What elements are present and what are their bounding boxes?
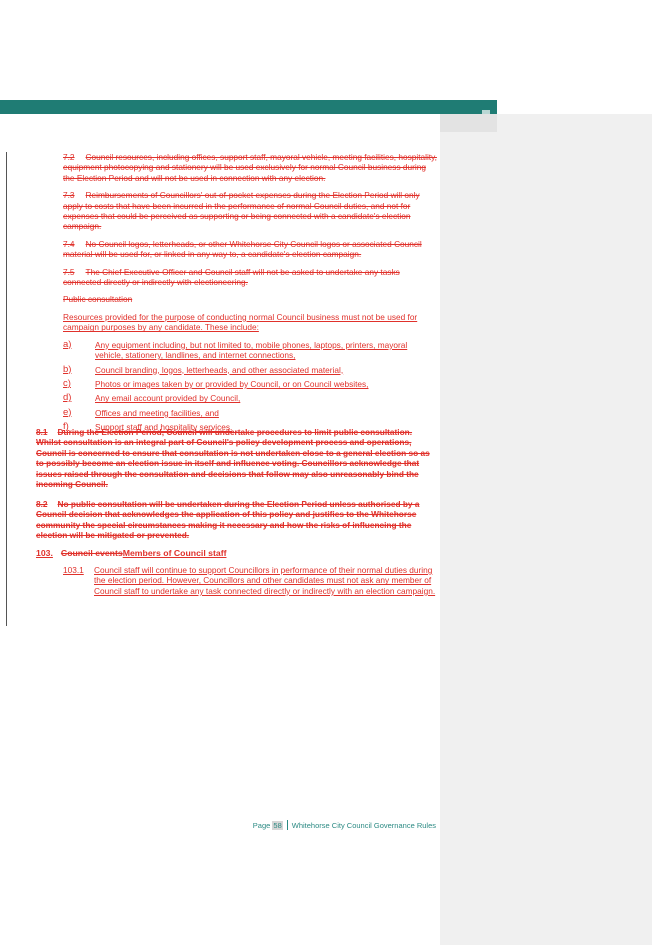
document-title: Whitehorse City Council Governance Rules — [291, 821, 436, 830]
tracked-change-bar — [6, 152, 7, 626]
page-label: Page — [252, 821, 271, 830]
list-item: d) Any email account provided by Council, — [63, 392, 437, 404]
section-new-title: Members of Council staff — [122, 548, 227, 558]
list-item: e) Offices and meeting facilities, and — [63, 406, 437, 418]
paragraph-text: During the Election Period, Council will… — [36, 427, 430, 490]
sub-item-103-1: 103.1 Council staff will continue to sup… — [63, 565, 437, 596]
section-heading: 103. Council eventsMembers of Council sta… — [36, 548, 227, 558]
list-item: b) Council branding, logos, letterheads, … — [63, 363, 437, 375]
paragraph-text: Reimbursements of Councillors' out-of-po… — [63, 190, 420, 232]
footer-separator — [286, 820, 288, 830]
list-letter: c) — [63, 377, 71, 389]
paragraph-number: 7.3 — [63, 190, 75, 201]
comment-margin-strip — [440, 114, 497, 132]
list-text: Offices and meeting facilities, and — [95, 407, 219, 418]
list-text: Any email account provided by Council, — [95, 393, 241, 404]
sub-item-text: Council staff will continue to support C… — [94, 565, 436, 596]
list-text: Photos or images taken by or provided by… — [95, 378, 369, 389]
list-letter: b) — [63, 363, 72, 375]
header-band — [0, 100, 497, 114]
list-letter: e) — [63, 406, 72, 418]
paragraph-number: 8.2 — [36, 499, 48, 509]
section-old-title: Council events — [60, 548, 123, 558]
list-letter: d) — [63, 392, 72, 404]
paragraph-number: 7.2 — [63, 152, 75, 162]
paragraph-number: 7.4 — [63, 238, 75, 249]
list-item: c) Photos or images taken by or provided … — [63, 377, 437, 389]
list-text: Council branding, logos, letterheads, an… — [95, 364, 344, 375]
public-consultation-heading: Public consultation — [63, 294, 133, 305]
list-item: a) Any equipment including, but not limit… — [63, 338, 437, 361]
resources-intro: Resources provided for the purpose of co… — [63, 311, 418, 333]
comment-margin-pane — [440, 114, 652, 945]
list-letter: a) — [63, 338, 72, 350]
paragraph-text: Council resources, including offices, su… — [63, 152, 437, 183]
list-text: Any equipment including, but not limited… — [95, 339, 408, 361]
page-footer: Page 58 Whitehorse City Council Governanc… — [0, 820, 436, 830]
resource-list: a) Any equipment including, but not limit… — [63, 338, 437, 433]
page-number: 58 — [272, 821, 283, 830]
list-text: Support staff and hospitality services. — [95, 422, 233, 433]
paragraph-text: The Chief Executive Officer and Council … — [63, 266, 400, 288]
paragraph-number: 7.5 — [63, 266, 75, 277]
paragraph-text: No Council logos, letterheads, or other … — [63, 238, 422, 260]
list-item: f) Support staff and hospitality services… — [63, 421, 437, 433]
paragraph-number: 8.1 — [36, 427, 48, 437]
paragraph-text: No public consultation will be undertake… — [36, 499, 420, 541]
section-number: 103. — [36, 548, 53, 558]
sub-item-number: 103.1 — [63, 565, 84, 575]
list-letter: f) — [63, 421, 69, 433]
